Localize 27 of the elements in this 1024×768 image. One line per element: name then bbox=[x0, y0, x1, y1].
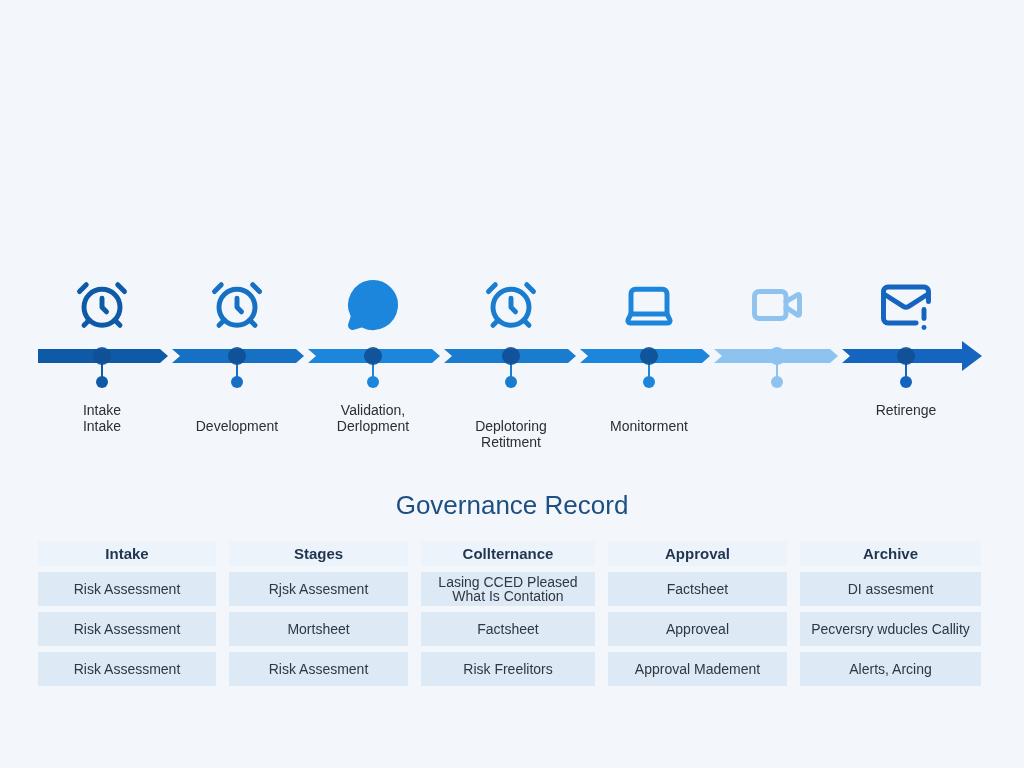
stage-label: Retirenge bbox=[874, 402, 938, 418]
column-header: Stages bbox=[229, 541, 408, 566]
table-cell: Lasing CCED Pleased What Is Contation bbox=[421, 572, 595, 606]
table-cell: Risk Assesment bbox=[229, 652, 408, 686]
table-cell: Factsheet bbox=[608, 572, 787, 606]
table-cell: Mortsheet bbox=[229, 612, 408, 646]
table-cell: Rjsk Assesment bbox=[229, 572, 408, 606]
column-header: Collternance bbox=[421, 541, 595, 566]
table-cell: Risk Assessment bbox=[38, 612, 216, 646]
table-cell: DI assesment bbox=[800, 572, 981, 606]
stage-label: Monitorment bbox=[609, 418, 689, 434]
table-cell: Risk Assessment bbox=[38, 572, 216, 606]
section-title: Governance Record bbox=[394, 490, 630, 521]
column-header: Approval bbox=[608, 541, 787, 566]
column-header: Intake bbox=[38, 541, 216, 566]
table-cell: Approval Madement bbox=[608, 652, 787, 686]
table-cell: Risk Assessment bbox=[38, 652, 216, 686]
table-cell: Factsheet bbox=[421, 612, 595, 646]
table-cell: Risk Freelitors bbox=[421, 652, 595, 686]
stage-label: Intake Intake bbox=[81, 402, 123, 434]
stage-label: Deplotoring Retitment bbox=[474, 418, 548, 450]
table-cell: Approveal bbox=[608, 612, 787, 646]
stage-label: Validation, Derlopment bbox=[335, 402, 411, 434]
column-header: Archive bbox=[800, 541, 981, 566]
table-cell: Alerts, Arcing bbox=[800, 652, 981, 686]
stage-label: Development bbox=[194, 418, 280, 434]
table-cell: Pecversry wducles Callity bbox=[800, 612, 981, 646]
